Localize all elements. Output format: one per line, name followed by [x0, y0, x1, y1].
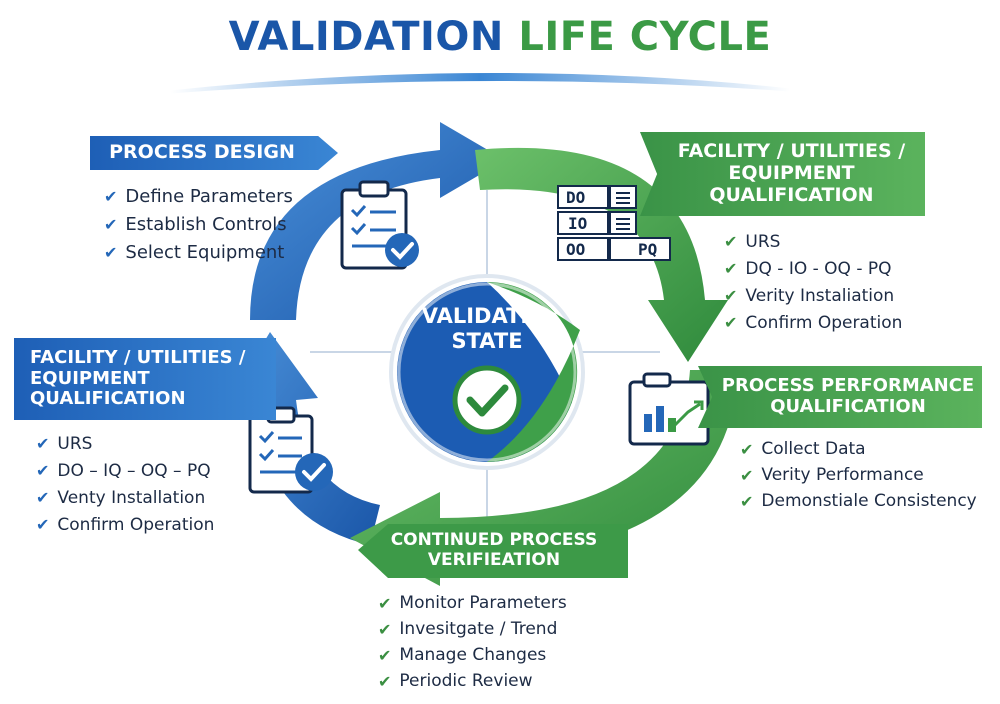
cpv-banner: CONTINUED PROCESS VERIFIEATION — [360, 524, 628, 578]
cpv-heading-1: CONTINUED PROCESS — [390, 530, 598, 551]
list-item: ✔DQ - IO - OQ - PQ — [724, 258, 892, 279]
list-item: ✔Define Parameters — [104, 185, 293, 207]
ppq-list: ✔Collect Data ✔Verity Performance ✔Demon… — [740, 436, 977, 514]
validated-state-line1: VALIDATED — [421, 304, 553, 328]
page-title: VALIDATION LIFE CYCLE — [0, 14, 1000, 60]
checkmark-icon: ✔ — [36, 515, 50, 534]
facility-left-heading-1: FACILITY / UTILITIES / — [30, 346, 246, 368]
checkmark-icon: ✔ — [104, 186, 118, 206]
checkmark-icon: ✔ — [740, 491, 754, 511]
checkmark-icon: ✔ — [36, 488, 50, 507]
title-underline — [169, 72, 791, 94]
grid-label-2: IO — [568, 214, 587, 233]
validated-state-label: VALIDATED STATE — [392, 304, 582, 354]
cpv-banner-arrow — [358, 524, 628, 578]
clipboard-check-icon-lower — [248, 406, 333, 494]
checkmark-icon: ✔ — [724, 232, 738, 251]
checkmark-icon: ✔ — [724, 286, 738, 305]
validated-state-disc-green — [487, 281, 580, 463]
facility-left-list: ✔URS ✔DO – IQ – OQ – PQ ✔Venty Installat… — [36, 430, 214, 538]
performance-chart-icon — [628, 372, 710, 446]
checkmark-icon: ✔ — [724, 259, 738, 278]
list-item: ✔Select Equipment — [104, 241, 285, 263]
facility-right-heading-3: QUALIFICATION — [709, 183, 874, 206]
facility-right-heading-1: FACILITY / UTILITIES / — [677, 140, 906, 163]
checkmark-icon: ✔ — [724, 313, 738, 332]
checkmark-icon: ✔ — [104, 214, 118, 234]
checkmark-icon: ✔ — [740, 439, 754, 459]
checkmark-icon: ✔ — [378, 645, 392, 665]
list-item: ✔Establish Controls — [104, 213, 287, 235]
list-item: ✔DO – IQ – OQ – PQ — [36, 460, 211, 481]
facility-qualification-banner-right: FACILITY / UTILITIES / EQUIPMENT QUALIFI… — [640, 132, 925, 216]
checkmark-icon: ✔ — [378, 619, 392, 639]
ppq-heading-1: PROCESS PERFORMANCE — [721, 375, 975, 397]
ppq-heading-2: QUALIFICATION — [770, 396, 926, 417]
list-item: ✔URS — [724, 231, 781, 252]
cpv-heading-2: VERIFIEATION — [427, 550, 561, 570]
list-item: ✔Venty Installation — [36, 487, 206, 508]
checkmark-icon: ✔ — [740, 465, 754, 485]
validated-state-disc-inner — [397, 282, 577, 462]
list-item: ✔Collect Data — [740, 439, 866, 459]
list-item: ✔Monitor Parameters — [378, 593, 567, 613]
cycle-arrow-blue-left — [250, 122, 505, 320]
list-item: ✔Demonstiale Consistency — [740, 491, 977, 511]
process-design-banner: PROCESS DESIGN — [90, 136, 338, 170]
facility-qualification-banner-left: FACILITY / UTILITIES / EQUIPMENT QUALIFI… — [14, 338, 276, 420]
list-item: ✔Verity Performance — [740, 465, 924, 485]
list-item: ✔Invesitgate / Trend — [378, 619, 558, 639]
process-design-heading: PROCESS DESIGN — [109, 141, 295, 164]
checkmark-icon: ✔ — [378, 593, 392, 613]
list-item: ✔Manage Changes — [378, 645, 547, 665]
process-design-list: ✔Define Parameters ✔Establish Controls ✔… — [104, 182, 293, 266]
list-item: ✔Confirm Operation — [724, 312, 903, 333]
facility-left-heading-3: QUALIFICATION — [30, 388, 186, 410]
cpv-list: ✔Monitor Parameters ✔Invesitgate / Trend… — [378, 590, 567, 694]
grid-label-1: DO — [566, 188, 585, 207]
checkmark-icon: ✔ — [36, 434, 50, 453]
validated-state-line2: STATE — [451, 329, 523, 354]
facility-left-heading-2: EQUIPMENT — [30, 367, 150, 389]
checkmark-icon: ✔ — [36, 461, 50, 480]
checkmark-icon: ✔ — [378, 671, 392, 691]
check-circle-icon — [452, 365, 522, 435]
list-item: ✔Periodic Review — [378, 671, 533, 691]
qualification-grid-icon: DO IO OO PQ — [557, 185, 671, 261]
list-item: ✔Verity Instaliation — [724, 285, 895, 306]
title-part-2: LIFE CYCLE — [518, 14, 772, 60]
grid-label-3: OO — [566, 240, 585, 259]
ppq-banner: PROCESS PERFORMANCE QUALIFICATION — [698, 366, 982, 428]
list-item: ✔URS — [36, 433, 93, 454]
checkmark-icon: ✔ — [104, 242, 118, 262]
clipboard-check-icon — [340, 180, 419, 270]
facility-right-list: ✔URS ✔DQ - IO - OQ - PQ ✔Verity Instalia… — [724, 228, 902, 336]
list-item: ✔Confirm Operation — [36, 514, 215, 535]
grid-label-4: PQ — [638, 240, 657, 259]
facility-right-heading-2: EQUIPMENT — [728, 162, 855, 185]
title-part-1: VALIDATION — [228, 14, 504, 60]
